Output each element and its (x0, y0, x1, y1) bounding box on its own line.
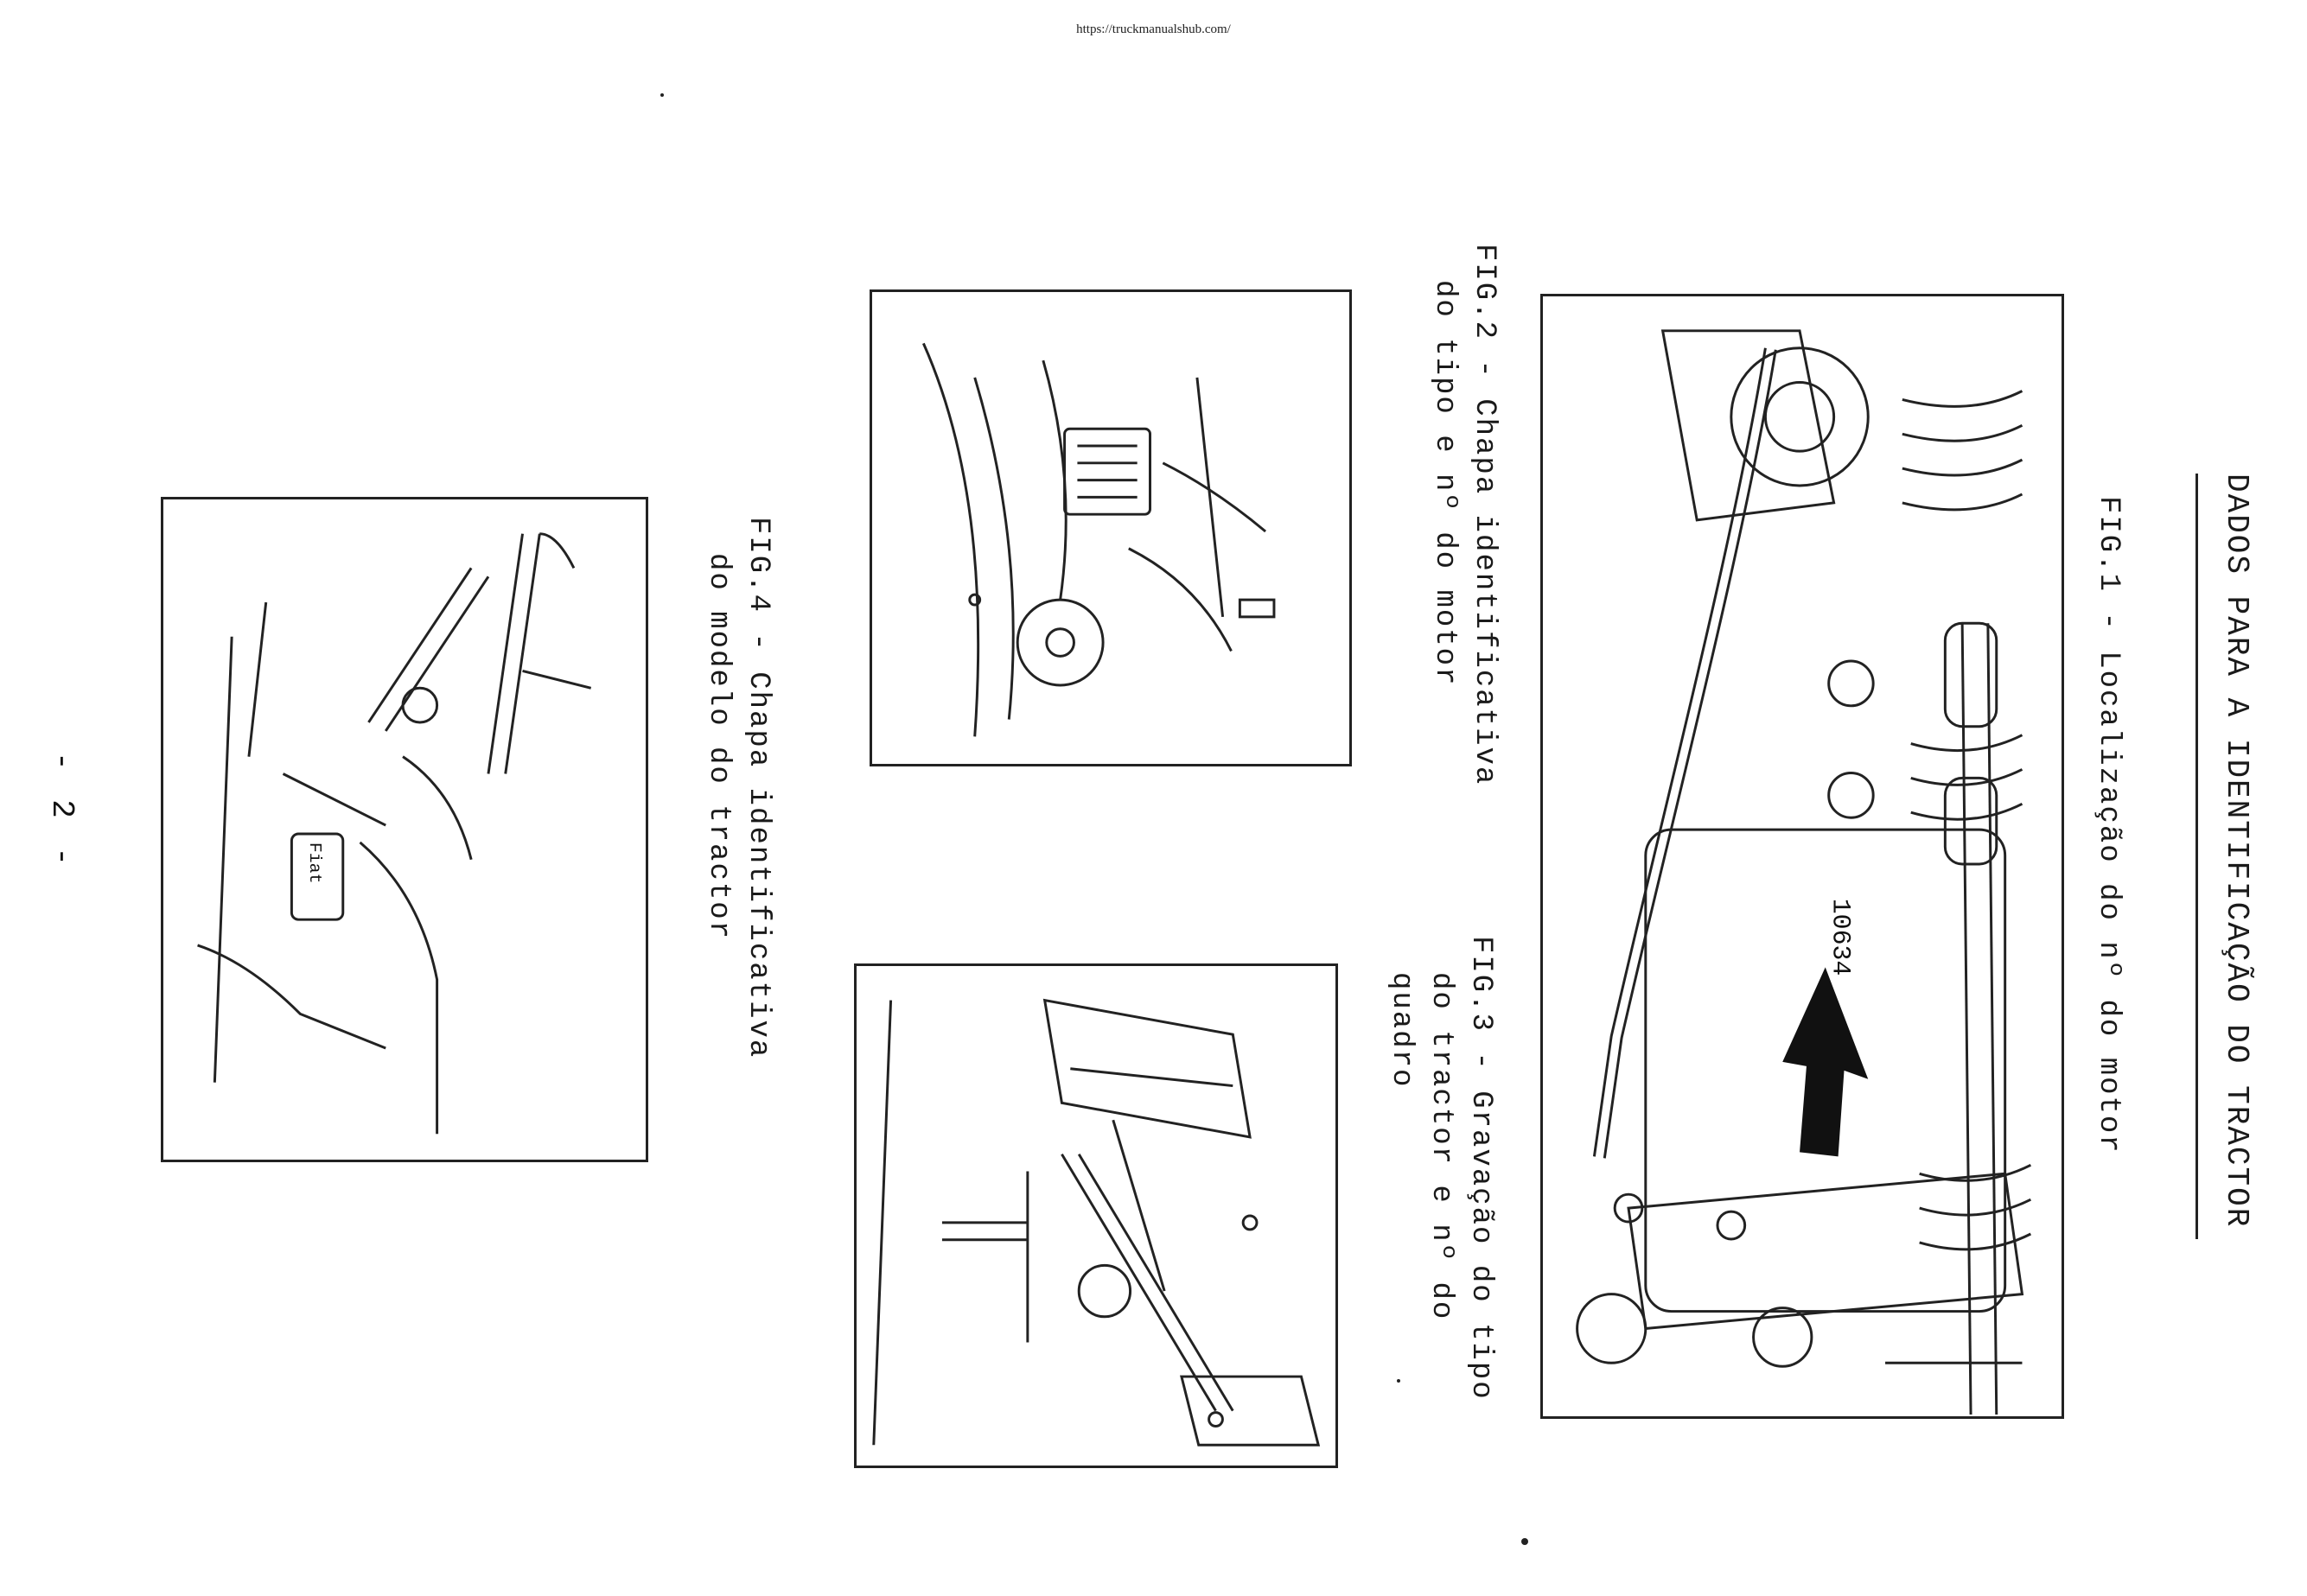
fig1-illustration: 10634 (1540, 294, 2064, 1419)
fig3-caption-line-2: do tractor e nº do (1424, 972, 1457, 1321)
fig2-caption-line-1: FIG.2 - Chapa identificativa (1468, 244, 1501, 786)
title-underline (2195, 474, 2198, 1239)
page-number: - 2 - (44, 752, 80, 872)
engine-number-label: 10634 (1826, 899, 1856, 976)
fig4-caption-line-1: FIG.4 - Chapa identificativa (742, 517, 774, 1059)
fig4-plate-label: Fiat (305, 843, 324, 884)
page-title: DADOS PARA A IDENTIFICAÇÃO DO TRACTOR (2219, 474, 2254, 1229)
arrow-pointer-icon (1782, 967, 1869, 1157)
fig3-illustration (854, 963, 1338, 1468)
fig3-caption-line-3: quadro (1385, 972, 1418, 1089)
fig2-caption-line-2: do tipo e nº do motor (1428, 280, 1461, 687)
fig1-caption: FIG.1 - Localização do nº do motor (2088, 496, 2128, 1154)
fig4-caption-line-2: do modelo do tractor (702, 553, 735, 941)
fig2-caption: FIG.2 - Chapa identificativa do tipo e n… (1424, 244, 1504, 785)
scan-speck (1521, 1538, 1528, 1545)
source-url: https://truckmanualshub.com/ (1076, 22, 1231, 36)
fig4-caption: FIG.4 - Chapa identificativa do modelo d… (698, 517, 778, 1059)
fig3-caption-line-1: FIG.3 - Gravação do tipo (1464, 936, 1497, 1401)
fig4-illustration: Fiat (161, 497, 648, 1162)
fig1-caption-line-1: FIG.1 - Localização do nº do motor (2092, 496, 2125, 1154)
scan-speck (660, 93, 664, 97)
fig2-illustration (870, 289, 1352, 766)
fig3-caption: FIG.3 - Gravação do tipo do tractor e nº… (1381, 936, 1501, 1401)
scan-speck (1397, 1379, 1400, 1383)
